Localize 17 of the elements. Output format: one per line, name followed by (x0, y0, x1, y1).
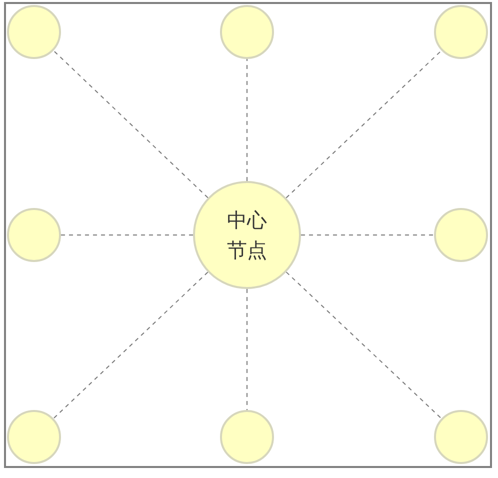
node-label: 中心节点 (226, 207, 268, 264)
node-circle (434, 5, 488, 59)
node-circle (7, 410, 61, 464)
node-circle (434, 208, 488, 262)
connector-line (246, 288, 248, 410)
connector-line (300, 234, 434, 236)
connector-line (246, 58, 248, 182)
node-circle (220, 5, 274, 59)
node-circle (7, 5, 61, 59)
connector-line (53, 50, 208, 198)
node-circle (7, 208, 61, 262)
connector-line (286, 272, 442, 419)
node-circle (434, 410, 488, 464)
connector-line (53, 272, 208, 419)
connector-line (286, 50, 442, 198)
connector-line (60, 234, 194, 236)
node-circle (220, 410, 274, 464)
